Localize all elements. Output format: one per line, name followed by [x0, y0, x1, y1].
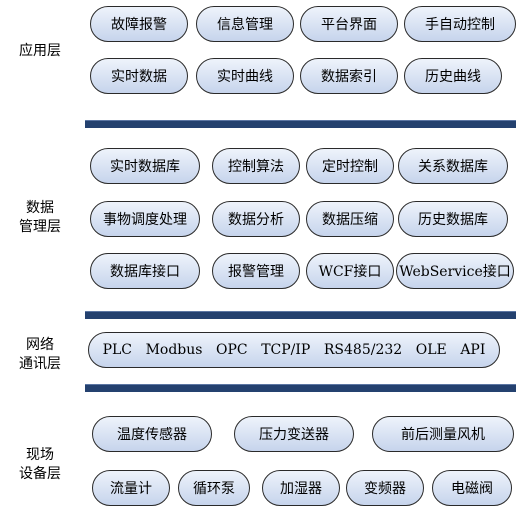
data-item: 实时数据库 [90, 148, 200, 184]
data-item: WCF接口 [306, 253, 394, 289]
protocol-label: OLE [415, 342, 447, 358]
device-item: 电磁阀 [432, 470, 512, 506]
device-item: 前后测量风机 [372, 416, 514, 452]
data-item: 报警管理 [212, 253, 300, 289]
device-item: 加湿器 [262, 470, 340, 506]
data-item: 历史数据库 [398, 201, 508, 237]
data-item: 数据压缩 [306, 201, 394, 237]
protocol-label: API [460, 342, 486, 358]
data-item: 数据分析 [212, 201, 300, 237]
data-item: 事物调度处理 [90, 201, 200, 237]
app-item: 数据索引 [300, 58, 398, 94]
app-item: 实时曲线 [196, 58, 294, 94]
app-item: 实时数据 [90, 58, 188, 94]
protocol-bar: PLC Modbus OPC TCP/IP RS485/232 OLE API [88, 332, 500, 368]
data-item: 定时控制 [306, 148, 394, 184]
protocol-label: OPC [216, 342, 248, 358]
app-item: 手自动控制 [404, 6, 516, 42]
field-device-layer-label: 现场 设备层 [19, 447, 61, 482]
layer-separator [85, 120, 516, 128]
layer-separator [85, 384, 516, 392]
application-layer-label: 应用层 [19, 43, 61, 59]
app-item: 信息管理 [196, 6, 294, 42]
app-item: 历史曲线 [404, 58, 502, 94]
protocol-label: PLC [102, 342, 132, 358]
data-management-layer-label: 数据 管理层 [19, 200, 61, 235]
data-item: 数据库接口 [90, 253, 200, 289]
device-item: 变频器 [346, 470, 424, 506]
protocol-label: TCP/IP [261, 342, 311, 358]
data-item: 关系数据库 [398, 148, 508, 184]
device-item: 温度传感器 [92, 416, 212, 452]
network-layer-label: 网络 通讯层 [19, 337, 61, 372]
app-item: 故障报警 [90, 6, 188, 42]
device-item: 流量计 [92, 470, 170, 506]
layer-separator [85, 311, 516, 319]
device-item: 循环泵 [178, 470, 250, 506]
protocol-label: Modbus [145, 342, 203, 358]
app-item: 平台界面 [300, 6, 398, 42]
data-item: WebService接口 [396, 253, 514, 289]
data-item: 控制算法 [212, 148, 300, 184]
device-item: 压力变送器 [234, 416, 354, 452]
protocol-label: RS485/232 [323, 342, 403, 358]
